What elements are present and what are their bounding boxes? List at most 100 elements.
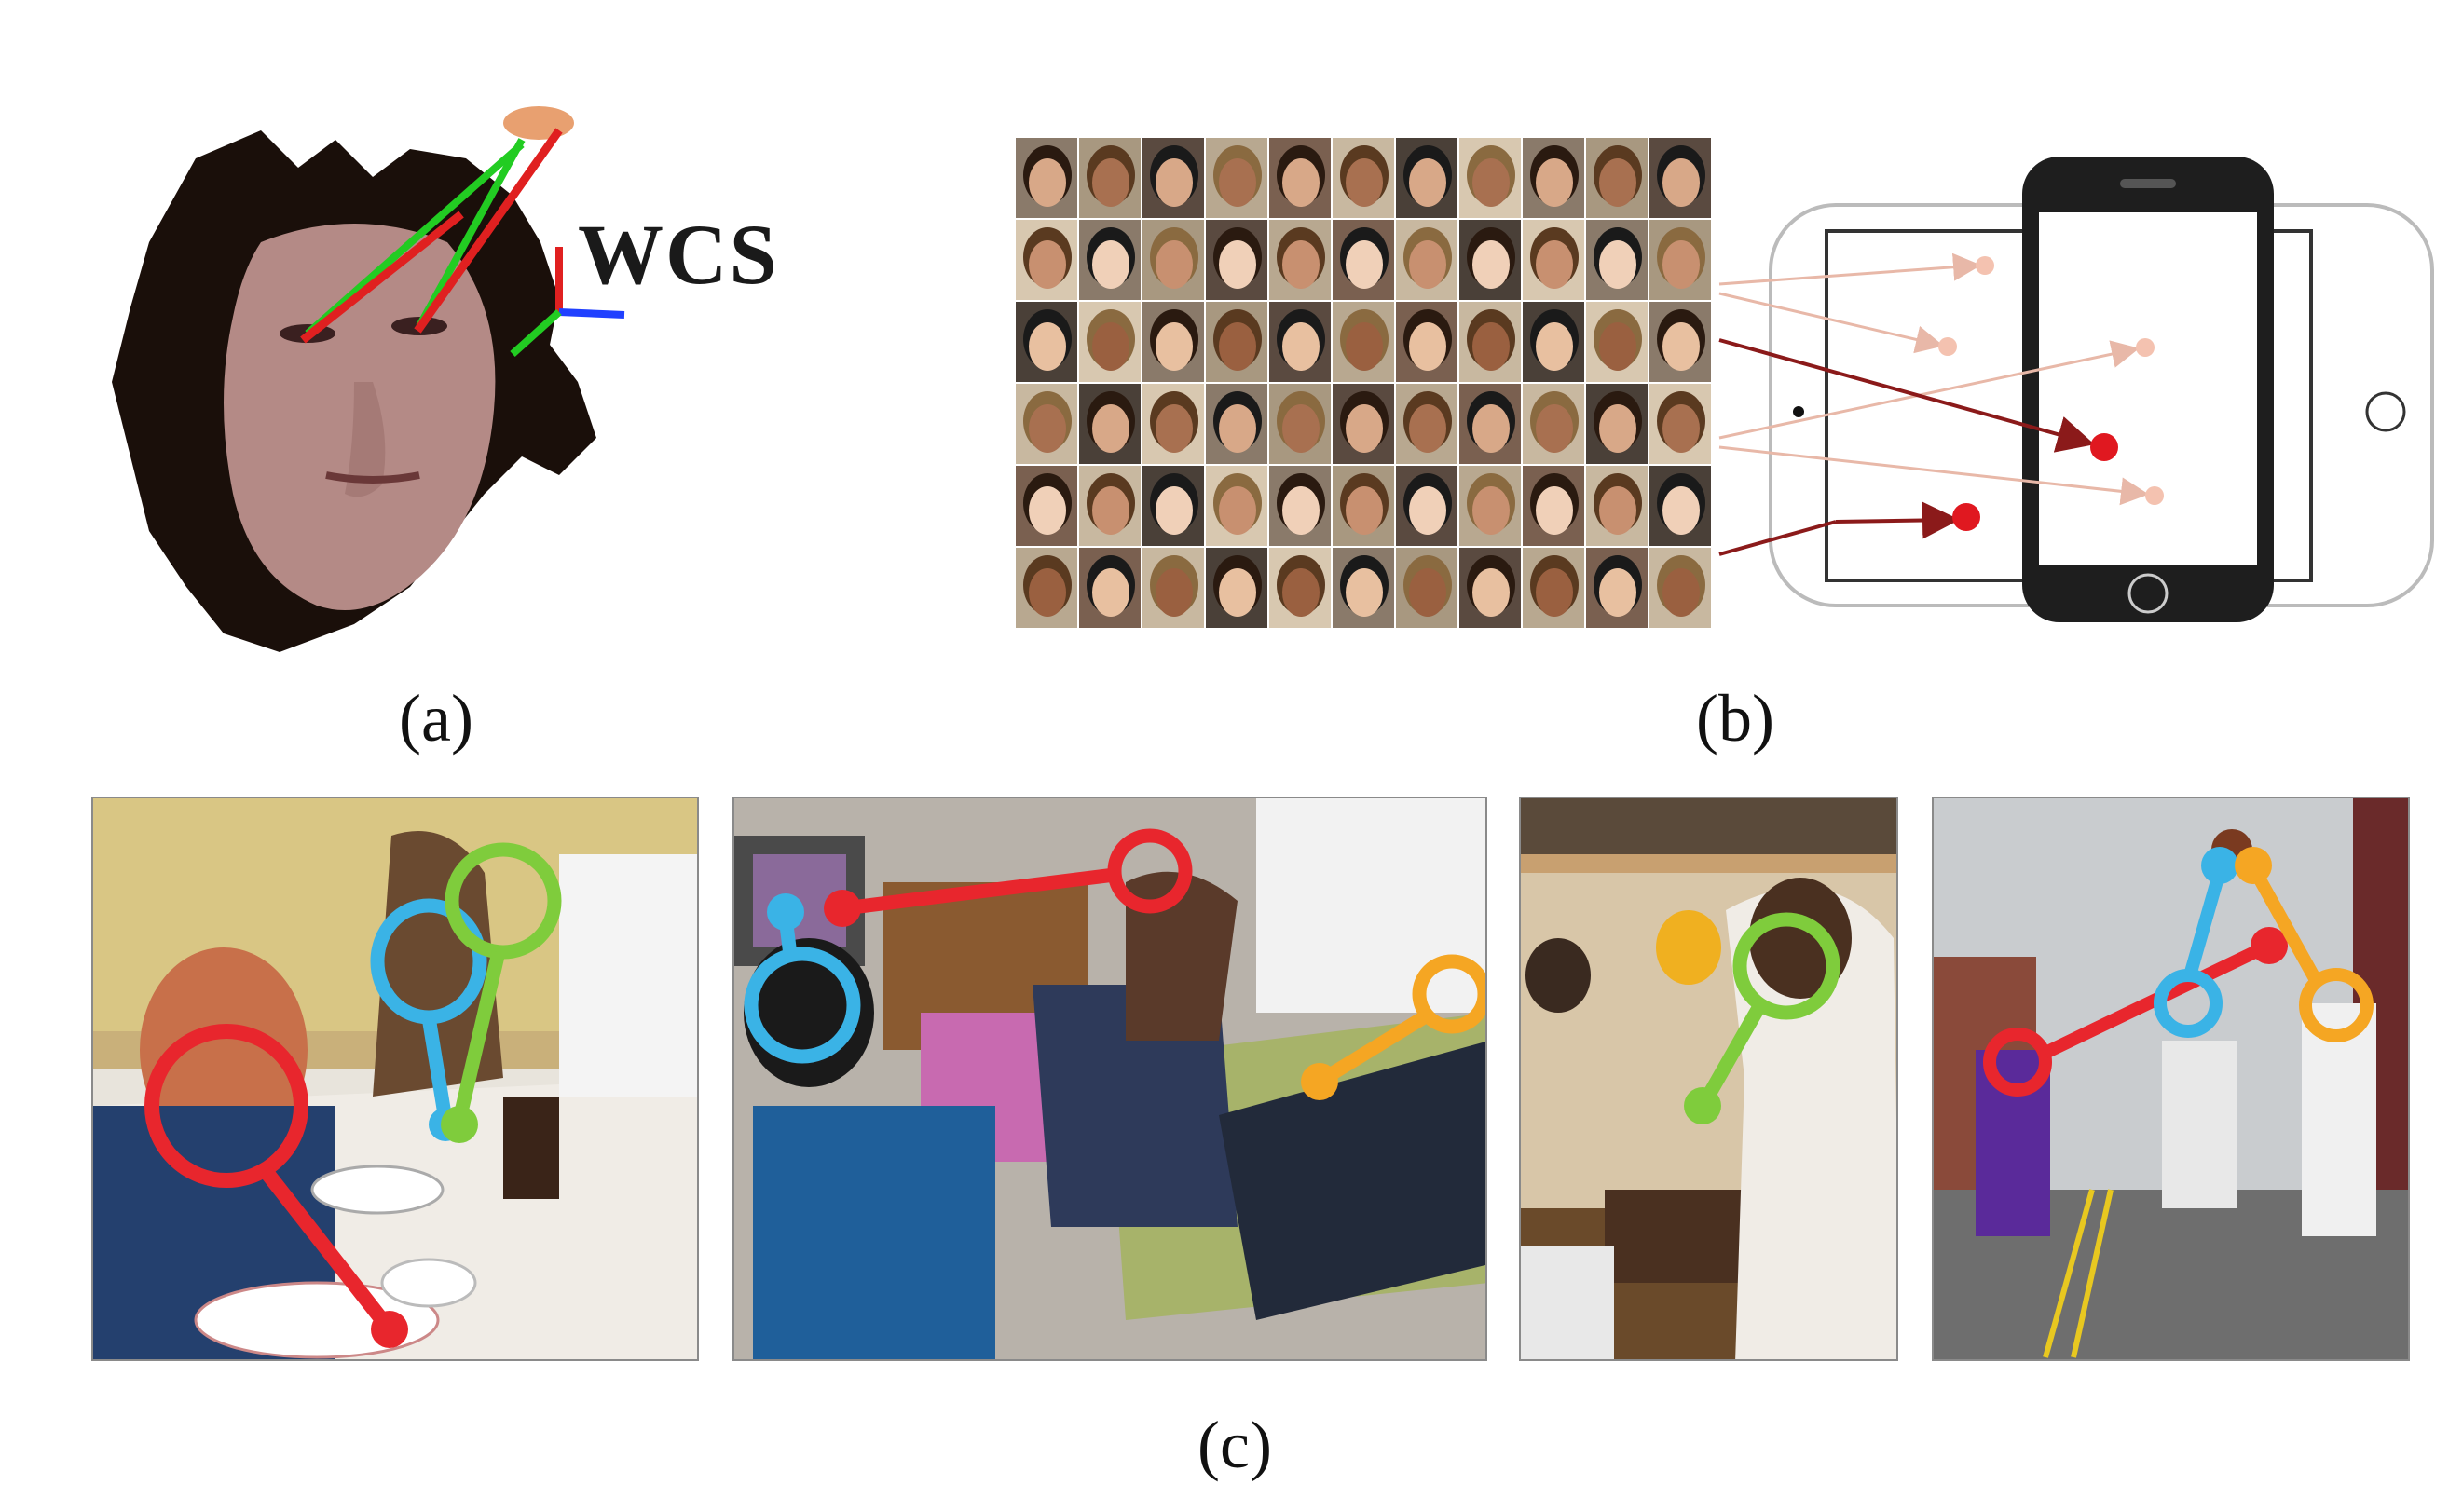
gaze-ray-green-right xyxy=(416,138,526,328)
face-thumbnail xyxy=(1206,384,1267,464)
gaze-line-red xyxy=(259,1166,396,1334)
face-thumbnail xyxy=(1649,466,1711,546)
gaze-target-blue xyxy=(767,893,804,931)
face-thumbnail xyxy=(1586,384,1648,464)
panel-a-graphic xyxy=(112,106,625,652)
gaze-head-green xyxy=(445,842,562,960)
gaze-line-green xyxy=(452,950,506,1122)
gaze-target-red xyxy=(824,890,861,927)
face-thumbnail xyxy=(1586,302,1648,382)
face-thumbnail xyxy=(1586,220,1648,300)
photo-4-graphic xyxy=(1934,798,2408,1359)
face-grid xyxy=(1016,138,1711,628)
gaze-head-red xyxy=(1983,1028,2052,1097)
face-thumbnail xyxy=(1016,302,1077,382)
face-thumbnail xyxy=(1523,138,1584,218)
face-thumbnail xyxy=(1269,384,1331,464)
gaze-head-orange xyxy=(1412,954,1485,1034)
face-thumbnail xyxy=(1586,466,1648,546)
gaze-target-green xyxy=(1684,1087,1721,1124)
face-thumbnail xyxy=(1649,220,1711,300)
photo-1-graphic xyxy=(93,798,697,1359)
face-thumbnail xyxy=(1396,466,1457,546)
face-thumbnail xyxy=(1079,138,1141,218)
gaze-dot-red-tablet xyxy=(1952,503,1980,531)
face-thumbnail xyxy=(1016,384,1077,464)
gaze-target-orange xyxy=(1301,1063,1338,1100)
face-thumbnail xyxy=(1649,302,1711,382)
wcs-label: WCS xyxy=(578,207,779,302)
face-thumbnail xyxy=(1333,548,1394,628)
gaze-head-red xyxy=(144,1024,308,1188)
gaze-dot-light-4 xyxy=(2145,486,2164,505)
gaze-head-red xyxy=(1107,828,1193,914)
face-thumbnail xyxy=(1649,138,1711,218)
gaze-target xyxy=(503,106,574,140)
gaze-line-green xyxy=(1699,1004,1765,1105)
face-thumbnail xyxy=(1079,220,1141,300)
face-thumbnail xyxy=(1333,220,1394,300)
face-thumbnail xyxy=(1523,220,1584,300)
face-thumbnail xyxy=(1142,548,1204,628)
axis-blue xyxy=(558,308,625,319)
face-thumbnail xyxy=(1142,466,1204,546)
photo-kitchen xyxy=(1519,797,1898,1361)
gaze-head-orange xyxy=(2299,968,2374,1042)
face-thumbnail xyxy=(1269,466,1331,546)
arrow-light-2 xyxy=(1718,292,1944,354)
face-thumbnail xyxy=(1586,138,1648,218)
face-thumbnail xyxy=(1079,548,1141,628)
gaze-line-orange xyxy=(1321,1011,1428,1084)
arrow-dark-1 xyxy=(1718,338,2095,453)
face-thumbnail xyxy=(1269,220,1331,300)
mouth xyxy=(325,471,420,484)
gaze-line-red xyxy=(843,867,1115,916)
arrow-dark-2b xyxy=(1835,501,1960,539)
axis-green xyxy=(510,309,562,357)
gaze-target-orange xyxy=(2235,847,2272,884)
face-thumbnail xyxy=(1016,548,1077,628)
face-thumbnail xyxy=(1523,548,1584,628)
gaze-line-orange xyxy=(2249,867,2322,984)
tablet-home-button xyxy=(2365,391,2406,432)
face-thumbnail xyxy=(1206,466,1267,546)
face-thumbnail xyxy=(1523,466,1584,546)
gaze-dot-light-3 xyxy=(2136,338,2155,357)
caption-b: (b) xyxy=(1696,681,1774,756)
face-shade xyxy=(345,382,386,497)
face-thumbnail xyxy=(1333,466,1394,546)
phone-speaker xyxy=(2120,179,2176,188)
gaze-head-blue xyxy=(2154,969,2223,1038)
arrow-light-4 xyxy=(1718,445,2149,506)
face-thumbnail xyxy=(1016,220,1077,300)
face-thumbnail xyxy=(1269,548,1331,628)
caption-a: (a) xyxy=(399,681,473,756)
gaze-target-red xyxy=(2251,927,2288,964)
gaze-head-green xyxy=(1732,912,1840,1020)
face-thumbnail xyxy=(1333,384,1394,464)
gaze-ray-green-left xyxy=(305,142,525,336)
panel-a: WCS xyxy=(75,102,820,661)
gaze-target-blue xyxy=(2201,847,2238,884)
face-thumbnail xyxy=(1079,302,1141,382)
photo-3-graphic xyxy=(1521,798,1896,1359)
phone-screen xyxy=(2039,212,2257,565)
gaze-head-blue xyxy=(744,947,861,1064)
face-thumbnail xyxy=(1649,548,1711,628)
gaze-line-blue xyxy=(2183,869,2226,977)
panel-b xyxy=(1016,130,2442,652)
gaze-ray-red-right xyxy=(414,128,563,334)
gaze-ray-red-left xyxy=(300,211,464,344)
face-thumbnail xyxy=(1142,384,1204,464)
face-thumbnail xyxy=(1079,466,1141,546)
gaze-target-green xyxy=(441,1106,478,1143)
face-thumbnail xyxy=(1333,302,1394,382)
gaze-dot-red-phone xyxy=(2090,433,2118,461)
panel-b-graphic xyxy=(1016,138,2434,628)
face-thumbnail xyxy=(1459,220,1521,300)
face-thumbnail xyxy=(1459,138,1521,218)
face-thumbnail xyxy=(1459,302,1521,382)
face-thumbnail xyxy=(1333,138,1394,218)
face-thumbnail xyxy=(1459,548,1521,628)
face-thumbnail xyxy=(1142,138,1204,218)
